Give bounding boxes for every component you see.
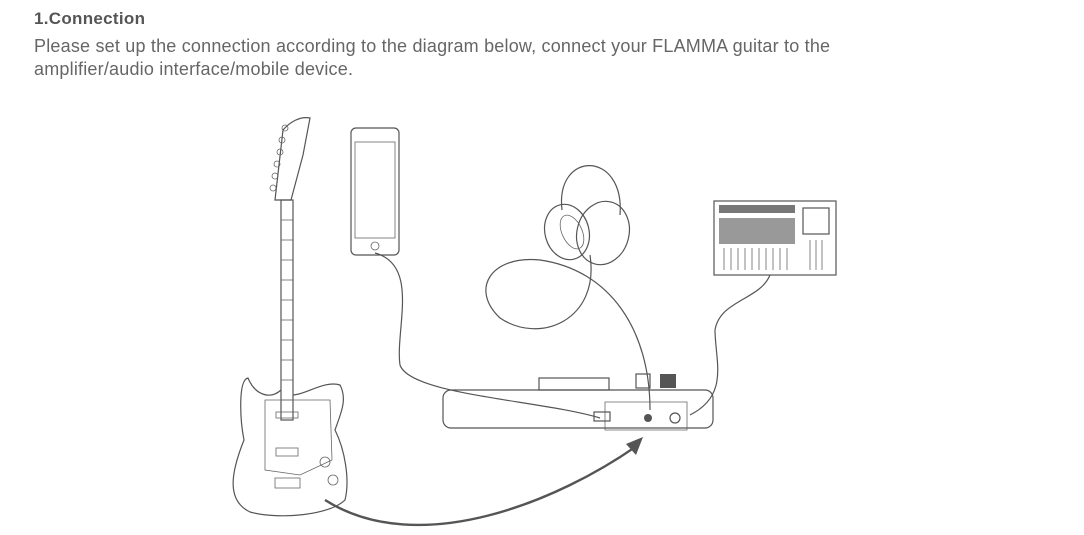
headphone-cable: [485, 254, 651, 411]
audio-interface-icon: [442, 373, 714, 431]
headphone-jack-icon: [644, 414, 652, 422]
section-instructions: Please set up the connection according t…: [34, 35, 1054, 81]
guitar-to-interface-arrow: [324, 444, 639, 527]
usb-port-icon: [593, 411, 611, 422]
section-title: 1.Connection: [34, 9, 146, 28]
output-jack-icon: [669, 412, 681, 424]
guitar-icon: [232, 117, 348, 517]
instruction-line-1: Please set up the connection according t…: [34, 36, 831, 56]
instruction-line-2: amplifier/audio interface/mobile device.: [34, 59, 354, 79]
arrow-head-icon: [626, 437, 643, 455]
mixer-icon: [713, 200, 837, 276]
phone-cable: [374, 252, 601, 419]
headphones-icon: [543, 165, 631, 266]
smartphone-icon: [350, 127, 400, 256]
mixer-cable: [689, 274, 771, 416]
